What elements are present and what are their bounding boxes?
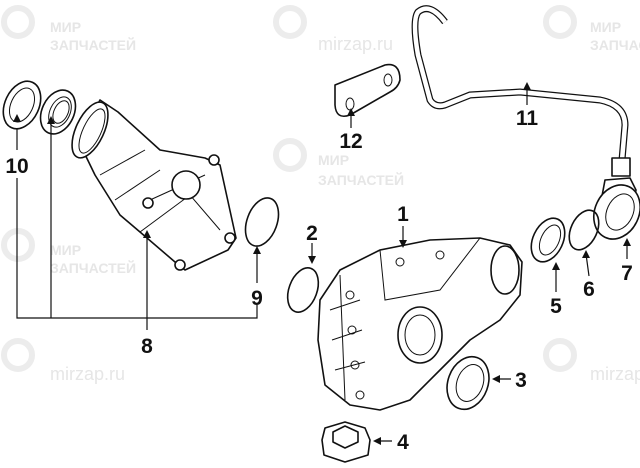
watermark-url: mirzap.ru <box>590 364 640 384</box>
callout-5: 5 <box>550 295 562 318</box>
part-12-gasket <box>334 63 401 118</box>
part-7-seal <box>593 184 640 240</box>
part-3-seal <box>446 355 490 411</box>
part-9-o-ring <box>244 197 280 247</box>
watermark-layer: МИР ЗАПЧАСТЕЙ mirzap.ru МИР ЗАПЧАСТЕЙ МИ… <box>1 5 640 384</box>
part-4-plug <box>321 421 371 463</box>
part-10-seal <box>2 80 42 130</box>
watermark-url: mirzap.ru <box>50 364 125 384</box>
watermark: МИР ЗАПЧАСТЕЙ <box>543 5 640 53</box>
part-1-differential <box>317 237 523 411</box>
part-2-o-ring <box>286 267 320 313</box>
callout-1: 1 <box>397 203 409 226</box>
watermark: МИР ЗАПЧАСТЕЙ <box>1 228 136 276</box>
callout-11: 11 <box>516 107 539 130</box>
callout-3: 3 <box>515 369 527 392</box>
watermark: mirzap.ru <box>273 5 393 54</box>
watermark: mirzap.ru <box>543 338 640 384</box>
callout-4: 4 <box>397 431 409 454</box>
watermark: МИР ЗАПЧАСТЕЙ <box>273 138 404 188</box>
watermark-text: ЗАПЧАСТЕЙ <box>318 171 404 188</box>
watermark: МИР ЗАПЧАСТЕЙ <box>1 5 136 53</box>
watermark-text: ЗАПЧАСТЕЙ <box>50 36 136 53</box>
callout-10: 10 <box>5 155 28 178</box>
callout-9: 9 <box>251 287 263 310</box>
watermark-text: ЗАПЧАСТЕЙ <box>590 36 640 53</box>
callout-6: 6 <box>583 278 595 301</box>
watermark-text: МИР <box>50 242 81 258</box>
watermark: mirzap.ru <box>1 338 125 384</box>
watermark-text: МИР <box>50 19 81 35</box>
callout-8: 8 <box>141 335 153 358</box>
watermark-text: МИР <box>590 19 621 35</box>
part-8-housing <box>71 99 237 271</box>
watermark-url: mirzap.ru <box>318 34 393 54</box>
callout-7: 7 <box>621 262 633 285</box>
leader-lines <box>13 82 631 445</box>
watermark-text: МИР <box>318 152 349 168</box>
part-6-shim <box>568 209 600 251</box>
part-5-bearing <box>530 217 566 263</box>
callout-2: 2 <box>306 222 318 245</box>
watermark-text: ЗАПЧАСТЕЙ <box>50 259 136 276</box>
callout-12: 12 <box>339 130 362 153</box>
